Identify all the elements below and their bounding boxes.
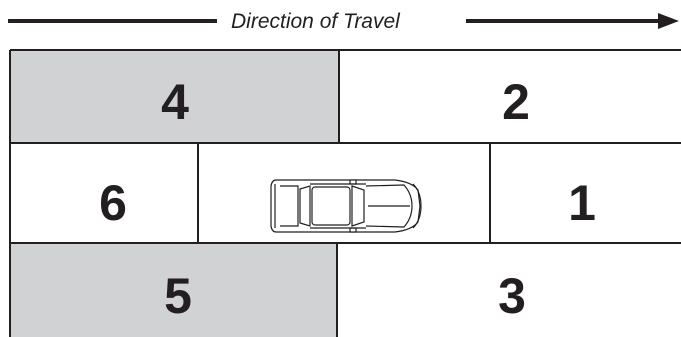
zone-4-number: 4 <box>161 74 189 130</box>
car-roof <box>312 187 350 225</box>
car-front-window <box>352 186 364 226</box>
arrow-right-icon <box>658 13 679 29</box>
zone-1-number: 1 <box>568 175 596 231</box>
direction-label: Direction of Travel <box>231 10 401 33</box>
zone-5-number: 5 <box>164 268 192 324</box>
zone-6-number: 6 <box>99 175 127 231</box>
direction-of-travel: Direction of Travel <box>8 10 679 33</box>
car-icon <box>271 180 421 232</box>
zone-2-number: 2 <box>502 74 530 130</box>
zone-3-number: 3 <box>498 268 526 324</box>
car-mirror-bottom <box>350 228 356 232</box>
car-rear-window <box>300 186 310 226</box>
